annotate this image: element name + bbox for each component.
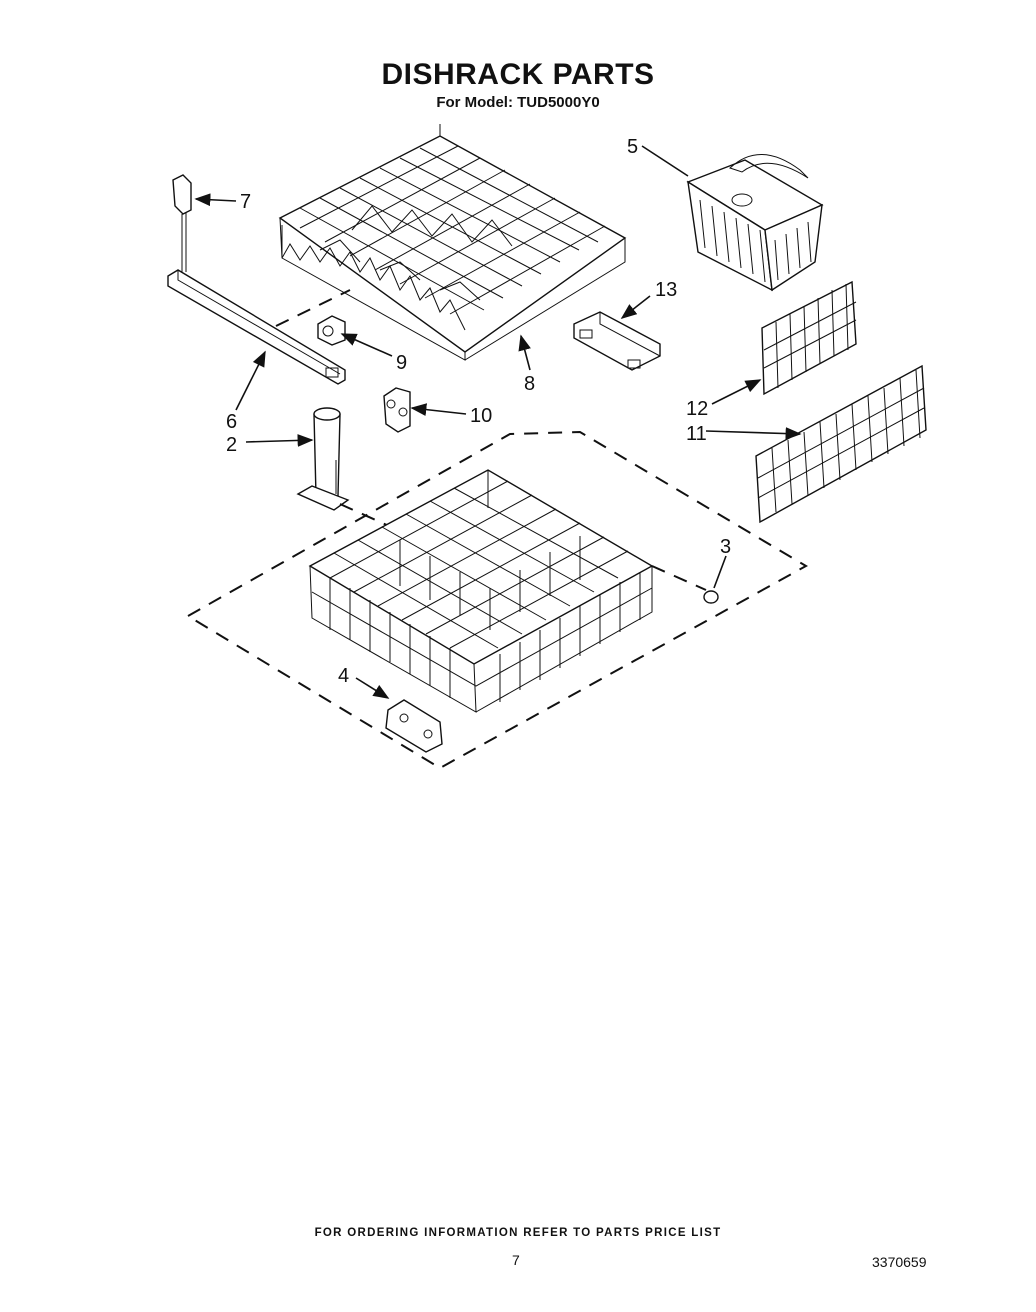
- wheel-dashed-link: [651, 565, 707, 591]
- track-to-rack-dashed-link: [275, 289, 351, 327]
- rack-wheel-illustration: [703, 590, 719, 604]
- callout-12: 12: [686, 398, 708, 420]
- upper-dishrack-illustration: [278, 124, 627, 361]
- callout-13: 13: [655, 279, 677, 301]
- document-number: 3370659: [872, 1254, 927, 1270]
- callout-6: 6: [226, 411, 237, 433]
- leader-5: [641, 145, 689, 177]
- leader-3: [713, 555, 727, 589]
- page-title: DISHRACK PARTS: [381, 58, 655, 91]
- model-subtitle: For Model: TUD5000Y0: [436, 94, 600, 111]
- callout-5: 5: [627, 136, 638, 158]
- lower-dishrack-illustration: [308, 469, 654, 713]
- rack-adjuster-illustration: [172, 174, 192, 272]
- leader-10: [410, 403, 467, 416]
- callout-2: 2: [226, 434, 237, 456]
- callout-9: 9: [396, 352, 407, 374]
- track-stop-illustration: [317, 315, 346, 346]
- leader-7: [194, 193, 237, 207]
- leader-13: [620, 295, 651, 319]
- cup-shelf-small-illustration: [761, 280, 857, 396]
- leader-8: [518, 334, 531, 371]
- callout-8: 8: [524, 373, 535, 395]
- page-number: 7: [512, 1252, 520, 1268]
- cup-shelf-large-illustration: [755, 364, 927, 524]
- callout-10: 10: [470, 405, 492, 427]
- callout-11: 11: [686, 423, 707, 445]
- callout-4: 4: [338, 665, 349, 687]
- leader-4: [355, 677, 390, 699]
- ordering-info-note: FOR ORDERING INFORMATION REFER TO PARTS …: [314, 1227, 722, 1239]
- rack-stud-illustration: [573, 311, 661, 371]
- spray-tube-illustration: [296, 407, 350, 511]
- callout-3: 3: [720, 536, 731, 558]
- leader-12: [711, 379, 762, 405]
- leader-2: [245, 434, 314, 447]
- leader-6: [235, 350, 266, 411]
- callout-7: 7: [240, 191, 251, 213]
- leader-11: [705, 427, 802, 440]
- roller-bracket-illustration: [383, 387, 411, 433]
- lower-rack-track-end-illustration: [385, 699, 443, 753]
- rack-track-illustration: [167, 269, 346, 385]
- silverware-basket-illustration: [686, 154, 824, 292]
- leader-9: [340, 333, 393, 357]
